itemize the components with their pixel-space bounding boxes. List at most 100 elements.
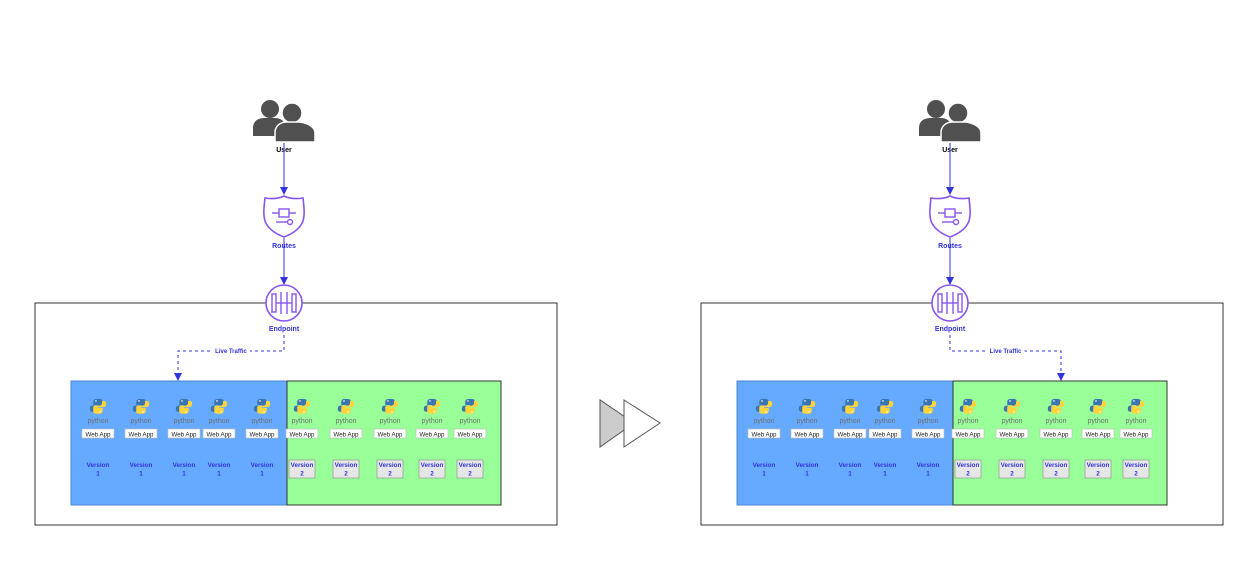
version-badge-box: [1084, 459, 1112, 479]
version-badge-box: [288, 459, 316, 479]
version-label: Version: [208, 462, 231, 469]
live-traffic-label: Live Traffic: [215, 349, 247, 355]
python-wordmark: python: [796, 418, 817, 425]
python-wordmark: python: [1045, 418, 1066, 425]
python-wordmark: python: [291, 418, 312, 425]
python-wordmark: python: [753, 418, 774, 425]
live-traffic-label-bg: [986, 346, 1025, 355]
web-app-label-box: [245, 428, 279, 439]
web-app-label-box: [453, 428, 487, 439]
version-number: 1: [139, 471, 143, 478]
python-wordmark: python: [459, 418, 480, 425]
version-label: Version: [1001, 462, 1024, 469]
version-number: 1: [926, 471, 930, 478]
version-label: Version: [251, 462, 274, 469]
web-app-label-box: [415, 428, 449, 439]
version-label: Version: [379, 462, 402, 469]
web-app-label-box: [373, 428, 407, 439]
web-app-label: Web App: [956, 432, 982, 439]
web-app-label: Web App: [1124, 432, 1150, 439]
live-traffic-label-bg: [212, 346, 250, 355]
version-label: Version: [291, 462, 314, 469]
routes-shield-icon: [929, 195, 971, 238]
python-wordmark: python: [208, 418, 229, 425]
python-wordmark: python: [1001, 418, 1022, 425]
web-app-label: Web App: [873, 432, 899, 439]
version-label: Version: [957, 462, 980, 469]
version-label: Version: [421, 462, 444, 469]
web-app-label-box: [329, 428, 363, 439]
web-app-label: Web App: [458, 432, 484, 439]
web-app-label-box: [747, 428, 781, 439]
web-app-label-box: [790, 428, 824, 439]
endpoint-icon: [265, 284, 303, 322]
version-number: 2: [966, 471, 970, 478]
routes-shield-icon: [263, 195, 305, 238]
live-traffic-connector: [949, 335, 1065, 381]
version-number: 2: [430, 471, 434, 478]
endpoint-label: Endpoint: [935, 326, 966, 333]
version-badge-box: [376, 459, 404, 479]
web-app-label: Web App: [378, 432, 404, 439]
version-label: Version: [1087, 462, 1110, 469]
version-number: 2: [1096, 471, 1100, 478]
web-app-label: Web App: [420, 432, 446, 439]
version-number: 2: [344, 471, 348, 478]
web-app-label-box: [868, 428, 902, 439]
version-number: 1: [883, 471, 887, 478]
web-app-label-box: [911, 428, 945, 439]
web-app-label: Web App: [752, 432, 778, 439]
version-number: 2: [388, 471, 392, 478]
version-badge-box: [418, 459, 446, 479]
web-app-label: Web App: [916, 432, 942, 439]
version-label: Version: [1125, 462, 1148, 469]
deployment-diagram-before: UserRoutesEndpointLive TrafficpythonWeb …: [34, 100, 558, 526]
python-wordmark: python: [1125, 418, 1146, 425]
version-badge-box: [332, 459, 360, 479]
python-wordmark: python: [251, 418, 272, 425]
python-wordmark: python: [173, 418, 194, 425]
version-badge-box: [998, 459, 1026, 479]
web-app-label-box: [202, 428, 236, 439]
version-label: Version: [874, 462, 897, 469]
version-number: 1: [217, 471, 221, 478]
version-badge-box: [954, 459, 982, 479]
web-app-label: Web App: [250, 432, 276, 439]
web-app-label: Web App: [129, 432, 155, 439]
version-label: Version: [839, 462, 862, 469]
python-wordmark: python: [1087, 418, 1108, 425]
python-wordmark: python: [839, 418, 860, 425]
python-wordmark: python: [379, 418, 400, 425]
user-icon: [253, 100, 316, 143]
transition-arrow-icon: [599, 399, 661, 448]
version-number: 1: [762, 471, 766, 478]
web-app-label: Web App: [86, 432, 112, 439]
web-app-label: Web App: [838, 432, 864, 439]
version-number: 1: [260, 471, 264, 478]
python-wordmark: python: [130, 418, 151, 425]
version-badge-box: [1122, 459, 1150, 479]
version-label: Version: [173, 462, 196, 469]
web-app-label-box: [833, 428, 867, 439]
python-wordmark: python: [957, 418, 978, 425]
version-label: Version: [796, 462, 819, 469]
python-wordmark: python: [917, 418, 938, 425]
web-app-label-box: [951, 428, 985, 439]
web-app-label-box: [995, 428, 1029, 439]
